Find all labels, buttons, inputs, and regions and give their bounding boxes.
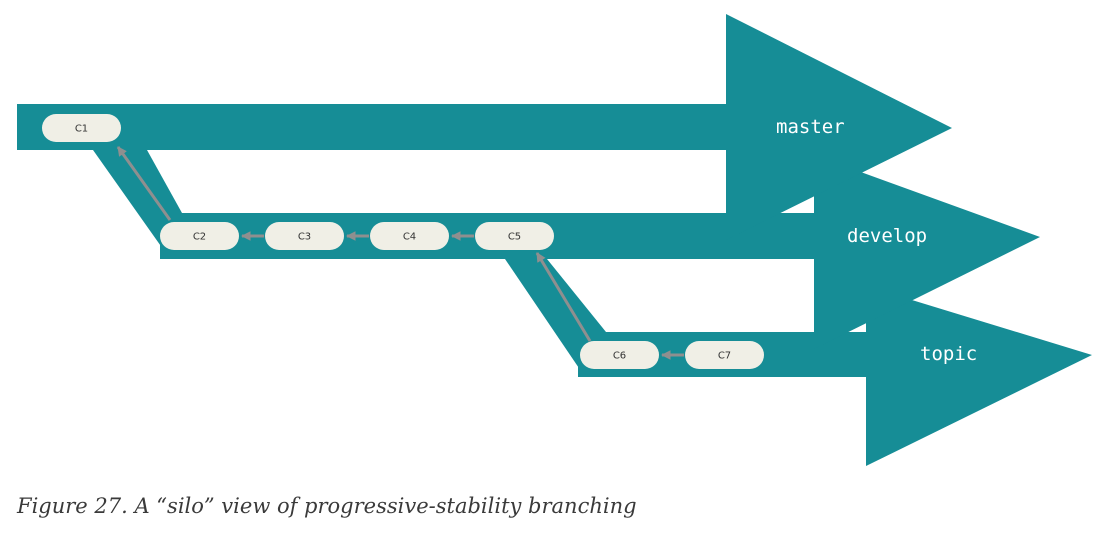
commit-node [580,341,659,369]
commit-node [370,222,449,250]
parent-links [116,146,684,360]
commit-c2: C2 [160,222,239,250]
commit-node [160,222,239,250]
commit-node [42,114,121,142]
master-label: master [776,116,845,138]
commit-label: C7 [718,351,731,362]
commit-c5: C5 [475,222,554,250]
commit-label: C2 [193,232,206,243]
commit-label: C5 [508,232,521,243]
master-silo: master [17,14,952,240]
master-arrowhead [726,14,952,240]
develop-label: develop [847,225,927,247]
branching-diagram: topic develop master C1 C2 C3 C4 [17,14,1092,466]
commit-c4: C4 [370,222,449,250]
link-c2-c1 [116,146,172,221]
commit-node [475,222,554,250]
commit-c3: C3 [265,222,344,250]
commit-node [685,341,764,369]
commit-label: C1 [75,124,88,135]
topic-label: topic [920,343,977,365]
commit-c6: C6 [580,341,659,369]
commit-label: C3 [298,232,311,243]
commit-c7: C7 [685,341,764,369]
figure-caption: Figure 27. A “silo” view of progressive-… [17,494,637,518]
commit-c1: C1 [42,114,121,142]
link-c6-c5 [535,252,592,342]
commit-node [265,222,344,250]
commit-label: C4 [403,232,416,243]
master-band [17,104,730,150]
commit-label: C6 [613,351,626,362]
develop-connector [93,150,182,259]
topic-arrowhead [866,286,1092,466]
develop-arrowhead [814,155,1040,349]
